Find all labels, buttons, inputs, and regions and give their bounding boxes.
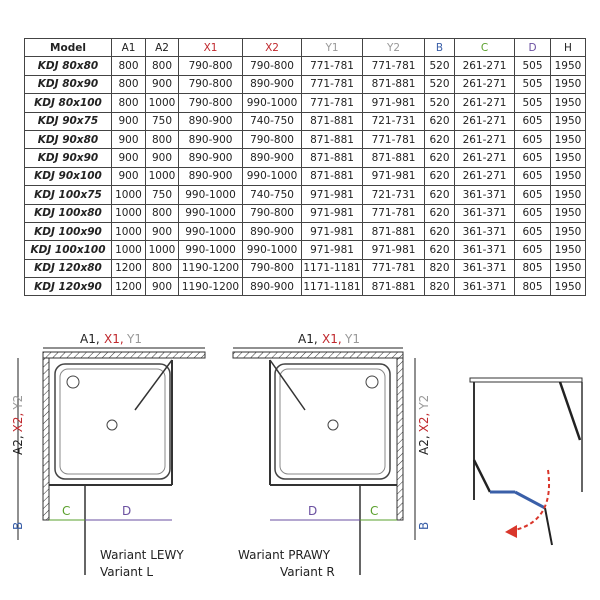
table-cell: 605	[514, 148, 551, 168]
table-cell: 971-981	[362, 166, 425, 187]
table-cell: 620	[424, 166, 455, 187]
table-cell: 261-271	[454, 129, 515, 150]
table-cell: 900	[145, 277, 179, 297]
svg-text:A2,X2,Y2: A2,X2,Y2	[417, 395, 431, 455]
table-cell: 1950	[550, 203, 586, 223]
table-cell: 1950	[550, 74, 586, 95]
table-cell: 620	[424, 221, 455, 242]
table-cell: 1190-1200	[178, 277, 243, 297]
table-cell: KDJ 120x90	[24, 277, 112, 297]
table-cell: 361-371	[454, 240, 515, 260]
table-cell: 871-881	[362, 221, 425, 242]
table-cell: 890-900	[242, 277, 302, 297]
table-cell: 871-881	[301, 166, 363, 187]
table-cell: 740-750	[242, 185, 302, 205]
table-cell: 990-1000	[178, 203, 243, 223]
table-cell: 361-371	[454, 185, 515, 205]
table-cell: 971-981	[301, 185, 363, 205]
table-cell: 261-271	[454, 111, 515, 131]
table-cell: 605	[514, 221, 551, 242]
table-cell: 1200	[111, 277, 146, 297]
table-cell: 1000	[145, 93, 179, 113]
table-cell: 1950	[550, 148, 586, 168]
d-label: D	[122, 504, 131, 518]
x1-label: X1,	[104, 332, 124, 346]
table-cell: 890-900	[178, 129, 243, 150]
b-label: B	[11, 522, 25, 530]
column-header: X2	[242, 37, 302, 58]
svg-text:A2,X2,Y2: A2,X2,Y2	[11, 395, 25, 455]
table-cell: 361-371	[454, 258, 515, 279]
table-cell: 890-900	[242, 74, 302, 95]
table-cell: 740-750	[242, 111, 302, 131]
left-variant-label: Wariant LEWY	[100, 548, 184, 562]
table-cell: 721-731	[362, 185, 425, 205]
table-cell: 871-881	[362, 74, 425, 95]
right-variant-drawing: A1, X1, Y1 A2,X2,Y2 B D C Wariant PRAWY …	[232, 332, 431, 579]
table-cell: 261-271	[454, 74, 515, 95]
table-cell: 1171-1181	[301, 258, 363, 279]
left-variant-en-label: Variant L	[100, 565, 153, 579]
right-variant-en-label: Variant R	[280, 565, 335, 579]
table-cell: 871-881	[301, 148, 363, 168]
table-cell: 790-800	[242, 203, 302, 223]
table-cell: 1000	[145, 240, 179, 260]
left-variant-drawing: A1, X1, Y1 A2,X2,Y2 B C D Wariant LEWY V…	[11, 332, 206, 579]
svg-text:X1,: X1,	[322, 332, 342, 346]
right-variant-label: Wariant PRAWY	[238, 548, 331, 562]
table-cell: KDJ 90x75	[24, 111, 112, 131]
svg-text:D: D	[308, 504, 317, 518]
table-cell: 990-1000	[242, 240, 302, 260]
table-cell: 620	[424, 129, 455, 150]
table-cell: 1950	[550, 111, 586, 131]
table-cell: 805	[514, 277, 551, 297]
svg-text:A1,: A1,	[298, 332, 318, 346]
table-cell: KDJ 100x75	[24, 185, 112, 205]
svg-text:Y1: Y1	[344, 332, 360, 346]
y1-label: Y1	[126, 332, 142, 346]
c-label: C	[62, 504, 70, 518]
table-cell: 890-900	[178, 166, 243, 187]
table-cell: 1950	[550, 277, 586, 297]
table-cell: 1950	[550, 93, 586, 113]
a1-label: A1,	[80, 332, 100, 346]
table-cell: 605	[514, 129, 551, 150]
table-cell: 620	[424, 111, 455, 131]
table-cell: 990-1000	[178, 185, 243, 205]
table-cell: 605	[514, 111, 551, 131]
table-cell: 750	[145, 111, 179, 131]
table-cell: KDJ 90x90	[24, 148, 112, 168]
table-cell: 520	[424, 56, 455, 76]
table-cell: 820	[424, 277, 455, 297]
table-cell: 1171-1181	[301, 277, 363, 297]
table-cell: KDJ 100x100	[24, 240, 112, 260]
table-cell: 790-800	[178, 56, 243, 76]
table-cell: 1000	[111, 203, 146, 223]
door-opening-drawing	[469, 377, 583, 546]
svg-text:C: C	[370, 504, 378, 518]
table-cell: 505	[514, 74, 551, 95]
table-cell: 800	[145, 258, 179, 279]
table-cell: 261-271	[454, 148, 515, 168]
table-cell: 1950	[550, 129, 586, 150]
table-cell: 800	[111, 56, 146, 76]
svg-text:B: B	[417, 522, 431, 530]
table-cell: 871-881	[301, 111, 363, 131]
table-cell: 871-881	[362, 148, 425, 168]
